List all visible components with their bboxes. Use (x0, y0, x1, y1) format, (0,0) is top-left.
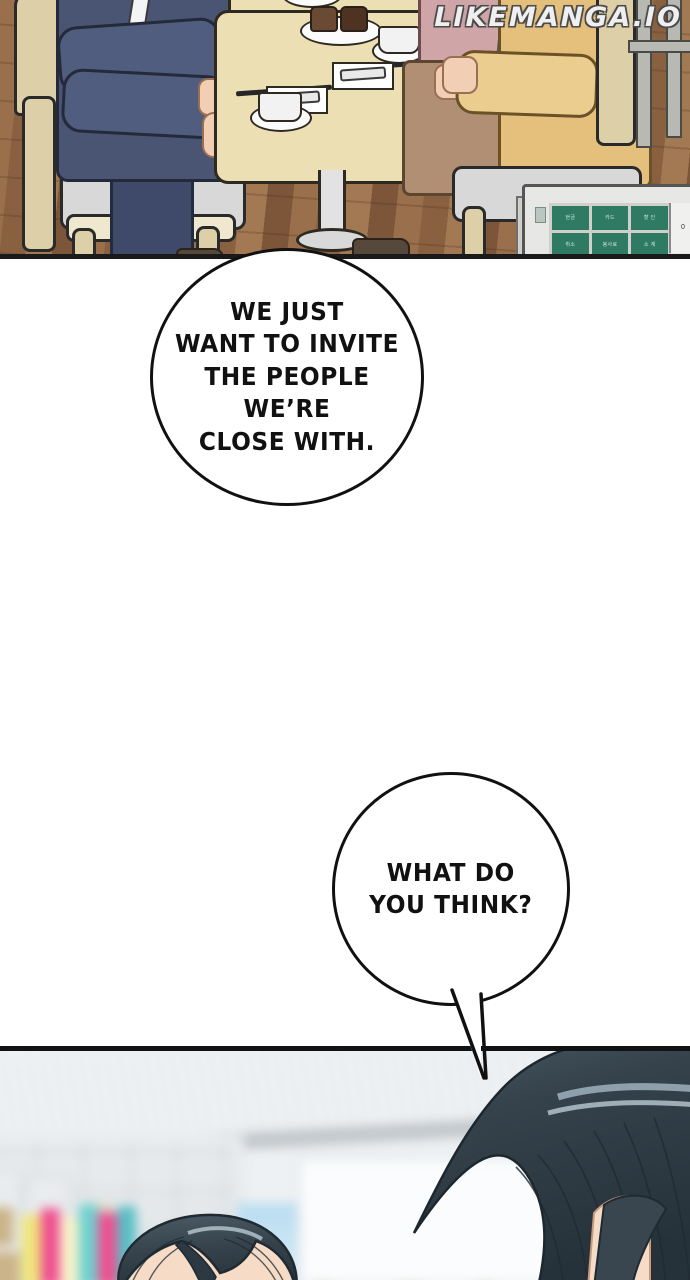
chair-leg-left-2 (72, 228, 96, 254)
product-teal-1 (78, 1204, 99, 1280)
railing-bar (628, 40, 690, 53)
hand-tan-person (442, 56, 478, 94)
hair-highlight-right-1 (556, 1083, 690, 1101)
product-pink-2 (98, 1212, 118, 1280)
pos-keypad[interactable]: 현금 카드 할 인 취소 봉사료 소 계 (549, 203, 671, 254)
railing-post-2 (666, 0, 682, 138)
chair-leg-left (22, 96, 56, 252)
product-cream (59, 1216, 79, 1280)
pos-key-3[interactable]: 취소 (552, 232, 589, 254)
muffin-2 (340, 6, 368, 32)
speech-bubble-1-text: WE JUST WANT TO INVITE THE PEOPLE WE’RE … (174, 296, 400, 456)
pos-key-0[interactable]: 현금 (552, 206, 589, 230)
speech-bubble-what-do-you-think[interactable]: WHAT DO YOU THINK? (332, 772, 570, 1006)
panel-shop-interior (0, 1046, 690, 1280)
hair-highlight-left (187, 1226, 264, 1241)
hair-strand-center-left (174, 1240, 217, 1280)
product-pink-1 (40, 1208, 60, 1280)
chair-back-right (596, 0, 636, 146)
product-yellow (21, 1214, 41, 1280)
gutter-white-space: WE JUST WANT TO INVITE THE PEOPLE WE’RE … (0, 248, 690, 1046)
pos-key-4[interactable]: 봉사료 (591, 232, 629, 254)
speech-bubble-we-just-want-to-invite[interactable]: WE JUST WANT TO INVITE THE PEOPLE WE’RE … (150, 248, 424, 506)
hair-highlight-right-2 (547, 1100, 690, 1116)
railing-post-1 (636, 0, 652, 148)
panel-restaurant-scene: 현금 카드 할 인 취소 봉사료 소 계 0 LIKEMANGA.IO (0, 0, 690, 259)
pos-amount-display: 0 (669, 203, 690, 253)
pos-register-body: 현금 카드 할 인 취소 봉사료 소 계 0 (522, 184, 690, 254)
foreground-hair-left (117, 1213, 298, 1280)
hair-strand-over-face-right (593, 1194, 668, 1280)
chair-leg-left-3 (196, 226, 220, 254)
shoe-pink-person (352, 238, 410, 254)
white-sign-board (297, 1156, 569, 1280)
speech-bubble-2-text: WHAT DO YOU THINK? (369, 857, 533, 920)
muffin-1 (310, 6, 338, 32)
tea-cup-left (258, 92, 302, 122)
cardboard-box-1 (0, 1207, 14, 1246)
chair-leg-right (462, 206, 486, 254)
shoe-left-person (176, 248, 224, 254)
pos-key-5[interactable]: 소 계 (631, 232, 668, 254)
pos-key-2[interactable]: 할 인 (631, 206, 668, 230)
tea-cup-right (378, 26, 420, 54)
hair-strands-left (132, 1236, 284, 1280)
pos-indicator-light (535, 207, 546, 223)
foreground-hair-right (412, 1051, 690, 1280)
cardboard-box-2 (0, 1251, 20, 1280)
pos-key-1[interactable]: 카드 (591, 206, 629, 230)
